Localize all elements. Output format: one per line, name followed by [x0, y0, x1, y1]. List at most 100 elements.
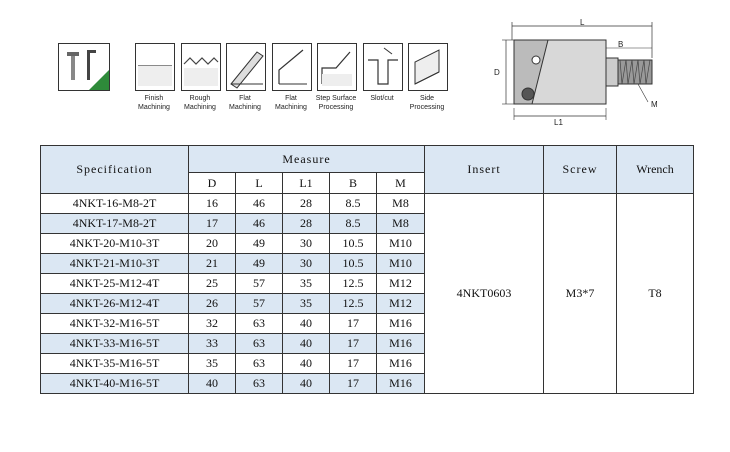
table-row: 4NKT-26-M12-4T 26 57 35 12.5 M12 — [40, 293, 694, 314]
cell-M: M12 — [376, 273, 425, 294]
cell-D: 40 — [188, 373, 236, 394]
cell-D: 32 — [188, 313, 236, 334]
insert-header: Insert — [424, 145, 544, 194]
finish-machining-icon — [138, 65, 172, 86]
screw-wrench-icon — [67, 50, 109, 90]
cell-L: 46 — [235, 213, 283, 234]
sub-header-B: B — [329, 172, 377, 194]
cell-L1: 35 — [282, 293, 330, 314]
op-rough: Rough Machining — [181, 43, 221, 111]
cell-D: 16 — [188, 193, 236, 214]
cell-D: 26 — [188, 293, 236, 314]
cell-L: 63 — [235, 353, 283, 374]
cell-L1: 40 — [282, 353, 330, 374]
cell-L: 57 — [235, 293, 283, 314]
screw-header: Screw — [543, 145, 617, 194]
cell-B: 12.5 — [329, 293, 377, 314]
cell-L: 46 — [235, 193, 283, 214]
cell-M: M8 — [376, 193, 425, 214]
milling-cutter-drawing — [502, 22, 653, 120]
cell-spec: 4NKT-21-M10-3T — [40, 253, 189, 274]
cell-M: M16 — [376, 353, 425, 374]
cell-D: 17 — [188, 213, 236, 234]
cell-spec: 4NKT-16-M8-2T — [40, 193, 189, 214]
cell-spec: 4NKT-20-M10-3T — [40, 233, 189, 254]
cell-L1: 28 — [282, 213, 330, 234]
cell-B: 17 — [329, 333, 377, 354]
slot-cut-icon — [368, 47, 398, 85]
dim-L1-label: L1 — [554, 118, 563, 127]
cell-M: M16 — [376, 333, 425, 354]
measure-header: Measure — [188, 145, 425, 173]
flat-machining-2-icon — [278, 49, 307, 85]
op-slot: Slot/cut — [363, 43, 403, 102]
cell-B: 10.5 — [329, 233, 377, 254]
side-processing-icon — [414, 49, 440, 85]
cell-D: 25 — [188, 273, 236, 294]
op-slot-label: Slot/cut — [370, 95, 394, 102]
cell-D: 21 — [188, 253, 236, 274]
table-row: 4NKT-32-M16-5T 32 63 40 17 M16 — [40, 313, 694, 334]
screw-value: M3*7 — [543, 193, 617, 394]
table-row: 4NKT-40-M16-5T 40 63 40 17 M16 — [40, 373, 694, 394]
cell-L1: 40 — [282, 373, 330, 394]
cell-L: 63 — [235, 373, 283, 394]
cell-L: 63 — [235, 313, 283, 334]
top-illustrations: Finish Machining Rough Machining Flat Ma… — [0, 0, 730, 140]
op-flat1: Flat Machining — [226, 43, 266, 111]
spec-table: Specification Measure Insert Screw Wrenc… — [40, 145, 694, 394]
cell-L: 49 — [235, 233, 283, 254]
flat-machining-icon — [230, 51, 264, 89]
cell-spec: 4NKT-26-M12-4T — [40, 293, 189, 314]
rough-machining-icon — [183, 57, 219, 86]
cell-L1: 40 — [282, 313, 330, 334]
op-flat2-label: Flat Machining — [275, 95, 307, 111]
table-row: 4NKT-33-M16-5T 33 63 40 17 M16 — [40, 333, 694, 354]
cell-B: 17 — [329, 313, 377, 334]
operation-icons: Finish Machining Rough Machining Flat Ma… — [135, 43, 448, 123]
op-side-label: Side Processing — [409, 95, 445, 111]
table-row: 4NKT-20-M10-3T 20 49 30 10.5 M10 — [40, 233, 694, 254]
sub-header-D: D — [188, 172, 236, 194]
sub-header-L: L — [235, 172, 283, 194]
table-row: 4NKT-16-M8-2T 16 46 28 8.5 M8 4NKT0603 M… — [40, 193, 694, 394]
tool-icon-box — [58, 43, 110, 91]
tool-dimension-diagram: L B D M L1 — [488, 18, 668, 128]
cell-B: 8.5 — [329, 213, 377, 234]
spec-header: Specification — [40, 145, 189, 194]
cell-spec: 4NKT-40-M16-5T — [40, 373, 189, 394]
op-step: Step Surface Processing — [316, 43, 357, 111]
op-flat1-label: Flat Machining — [229, 95, 261, 111]
cell-B: 17 — [329, 373, 377, 394]
cell-B: 17 — [329, 353, 377, 374]
cell-D: 35 — [188, 353, 236, 374]
cell-M: M16 — [376, 373, 425, 394]
cell-M: M12 — [376, 293, 425, 314]
cell-B: 10.5 — [329, 253, 377, 274]
op-side: Side Processing — [408, 43, 448, 111]
dim-M-label: M — [651, 100, 658, 109]
cell-M: M10 — [376, 253, 425, 274]
cell-M: M10 — [376, 233, 425, 254]
cell-spec: 4NKT-33-M16-5T — [40, 333, 189, 354]
cell-B: 12.5 — [329, 273, 377, 294]
wrench-header: Wrench — [616, 145, 694, 194]
cell-spec: 4NKT-35-M16-5T — [40, 353, 189, 374]
op-finish-label: Finish Machining — [138, 95, 170, 111]
cell-spec: 4NKT-17-M8-2T — [40, 213, 189, 234]
cell-L1: 35 — [282, 273, 330, 294]
cell-spec: 4NKT-25-M12-4T — [40, 273, 189, 294]
op-rough-label: Rough Machining — [184, 95, 216, 111]
cell-L1: 40 — [282, 333, 330, 354]
cell-D: 33 — [188, 333, 236, 354]
cell-L: 57 — [235, 273, 283, 294]
insert-value: 4NKT0603 — [424, 193, 544, 394]
cell-L1: 30 — [282, 233, 330, 254]
cell-M: M8 — [376, 213, 425, 234]
cell-L1: 28 — [282, 193, 330, 214]
cell-spec: 4NKT-32-M16-5T — [40, 313, 189, 334]
table-row: 4NKT-21-M10-3T 21 49 30 10.5 M10 — [40, 253, 694, 274]
cell-B: 8.5 — [329, 193, 377, 214]
cell-L1: 30 — [282, 253, 330, 274]
cell-L: 49 — [235, 253, 283, 274]
